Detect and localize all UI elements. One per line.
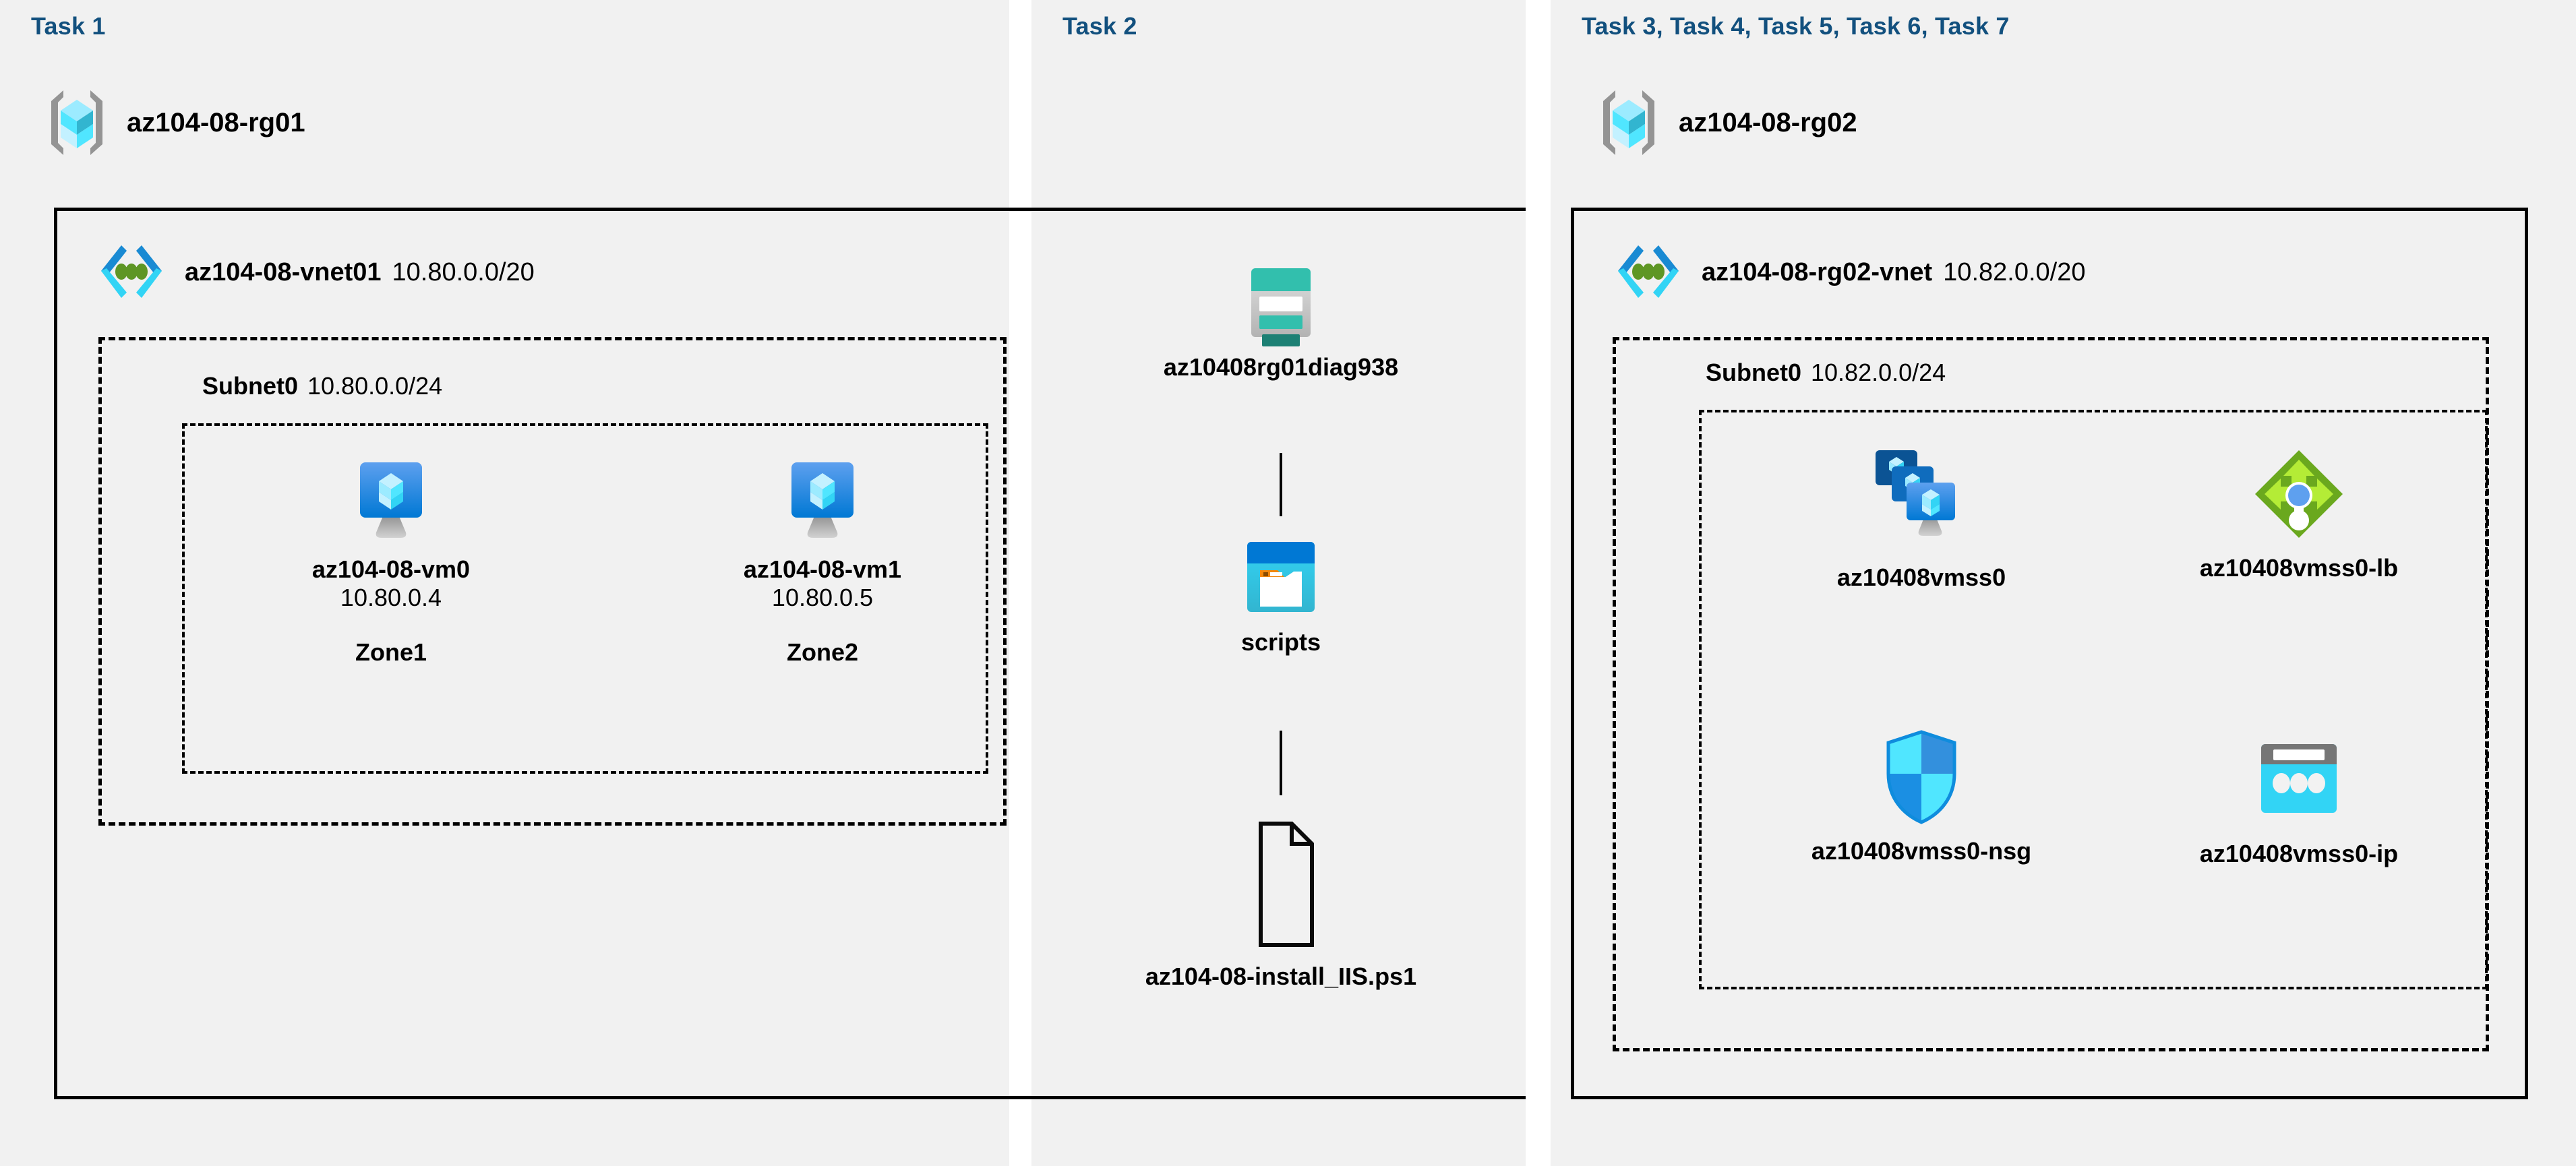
vm1-zone: Zone2 <box>786 638 858 666</box>
vm0-zone: Zone1 <box>355 638 427 666</box>
task3-resource-group: az104-08-rg02 <box>1596 86 1857 159</box>
panel-task3 <box>1551 0 2576 1166</box>
task1-subnet-cidr: 10.80.0.0/24 <box>307 372 443 400</box>
script-file-name: az104-08-install_IIS.ps1 <box>1145 962 1417 990</box>
network-security-group-icon <box>1882 728 1961 826</box>
virtual-machine-icon <box>345 453 437 545</box>
task1-subnet-box <box>98 337 1007 826</box>
storage-account-node[interactable]: az10408rg01diag938 <box>1112 262 1449 381</box>
vm1-name: az104-08-vm1 <box>743 555 902 583</box>
task3-resource-group-inner-box <box>1699 410 2488 989</box>
task1-resource-group: az104-08-rg01 <box>44 86 305 159</box>
task3-subnet-cidr: 10.82.0.0/24 <box>1811 359 1946 386</box>
task1-vnet-box-top-extension <box>1009 208 1526 211</box>
task3-resource-group-name: az104-08-rg02 <box>1679 107 1857 137</box>
virtual-network-icon <box>94 241 169 303</box>
resource-group-icon <box>1596 86 1661 159</box>
script-file-icon <box>1238 817 1324 952</box>
blob-container-icon <box>1241 538 1321 617</box>
connector-storage-to-scripts <box>1280 453 1282 516</box>
vm-node-az104-08-vm1[interactable]: az104-08-vm1 10.80.0.5 Zone2 <box>694 453 951 667</box>
virtual-network-icon <box>1611 241 1685 303</box>
resource-group-icon <box>44 86 109 159</box>
task1-zone-box <box>182 423 988 774</box>
task1-resource-group-name: az104-08-rg01 <box>127 107 305 137</box>
task2-heading: Task 2 <box>1062 12 1137 40</box>
task3-vnet-cidr: 10.82.0.0/20 <box>1943 257 2086 286</box>
task1-vnet-header: az104-08-vnet01 10.80.0.0/20 <box>94 241 535 303</box>
connector-scripts-to-script-file <box>1280 731 1282 795</box>
load-balancer-name: az10408vmss0-lb <box>2199 554 2399 582</box>
vmss-node[interactable]: az10408vmss0 <box>1760 445 2083 592</box>
task1-vnet-box-bottom-extension <box>1009 1096 1526 1099</box>
task3-subnet-name: Subnet0 <box>1706 359 1802 386</box>
panel-task1 <box>0 0 1009 1166</box>
vm1-ip: 10.80.0.5 <box>771 584 874 612</box>
vmss-name: az10408vmss0 <box>1836 563 2006 591</box>
network-security-group-name: az10408vmss0-nsg <box>1811 837 2032 865</box>
vm0-name: az104-08-vm0 <box>311 555 471 583</box>
virtual-machine-icon <box>777 453 868 545</box>
public-ip-address-icon <box>2252 739 2346 829</box>
task3-subnet-header: Subnet0 10.82.0.0/24 <box>1706 359 1946 387</box>
blob-container-name: scripts <box>1240 628 1321 656</box>
task1-heading: Task 1 <box>31 12 106 40</box>
blob-container-node[interactable]: scripts <box>1146 538 1416 656</box>
task3-vnet-box <box>1571 208 2528 1099</box>
public-ip-name: az10408vmss0-ip <box>2199 840 2399 867</box>
script-file-node[interactable]: az104-08-install_IIS.ps1 <box>1092 817 1470 991</box>
load-balancer-icon <box>2250 445 2348 543</box>
vm-node-az104-08-vm0[interactable]: az104-08-vm0 10.80.0.4 Zone1 <box>263 453 519 667</box>
storage-account-name: az10408rg01diag938 <box>1163 353 1399 381</box>
vm0-ip: 10.80.0.4 <box>340 584 442 612</box>
task3-vnet-header: az104-08-rg02-vnet 10.82.0.0/20 <box>1611 241 2085 303</box>
task3-vnet-name: az104-08-rg02-vnet <box>1702 257 1933 286</box>
storage-account-icon-stripe-dark <box>1262 334 1300 346</box>
vm-scale-set-icon <box>1867 445 1975 553</box>
task1-subnet-header: Subnet0 10.80.0.0/24 <box>202 372 442 400</box>
task3-heading: Task 3, Task 4, Task 5, Task 6, Task 7 <box>1582 12 2010 40</box>
network-security-group-node[interactable]: az10408vmss0-nsg <box>1760 728 2083 865</box>
storage-account-icon <box>1245 262 1317 342</box>
public-ip-node[interactable]: az10408vmss0-ip <box>2137 739 2461 868</box>
task1-subnet-name: Subnet0 <box>202 372 299 400</box>
task1-vnet-cidr: 10.80.0.0/20 <box>392 257 535 286</box>
task1-vnet-name: az104-08-vnet01 <box>185 257 382 286</box>
load-balancer-node[interactable]: az10408vmss0-lb <box>2137 445 2461 582</box>
